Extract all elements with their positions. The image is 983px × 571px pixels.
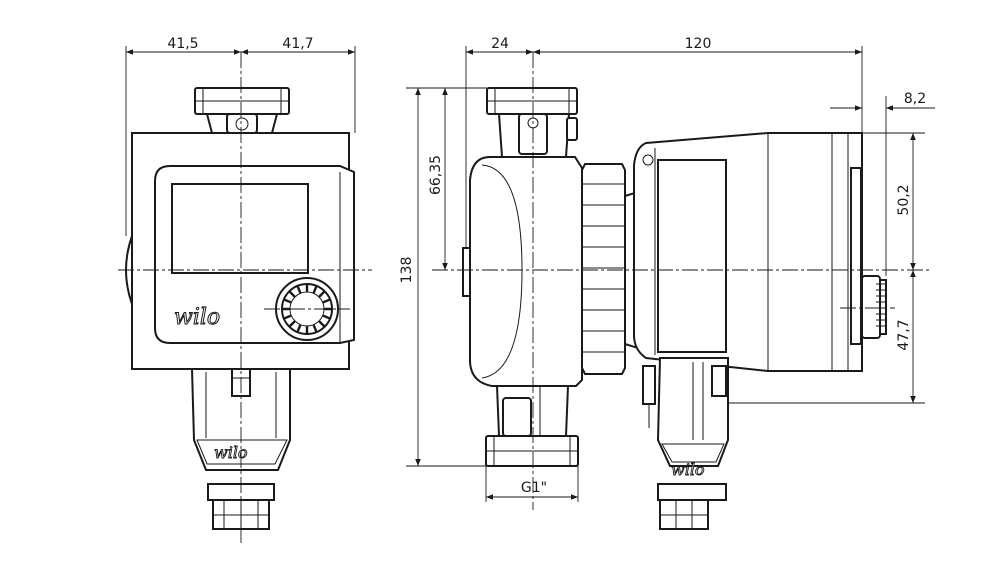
side-lower-logo: wilo (671, 460, 705, 479)
dim-head-upper: 50,2 (896, 184, 912, 215)
knob-tick (318, 320, 326, 328)
coupling-ring (581, 163, 639, 375)
dim-front-left-half: 41,5 (167, 36, 198, 52)
dim-axis-offset: 24 (491, 36, 509, 52)
front-top-nut (194, 87, 290, 134)
control-knob[interactable] (275, 277, 339, 341)
knob-tick (312, 324, 318, 333)
side-top-nut (486, 87, 578, 158)
knob-tick (318, 290, 326, 298)
side-pump-body (462, 156, 583, 387)
side-view: wilo (462, 87, 887, 530)
front-lower-logo: wilo (214, 443, 248, 462)
dim-front-right-half: 41,7 (282, 36, 313, 52)
side-display-window (657, 159, 727, 353)
knob-tick (288, 320, 296, 328)
dim-upper-height: 66,35 (428, 155, 444, 195)
dim-overall-height: 138 (399, 257, 415, 284)
knob-tick (322, 298, 331, 304)
front-width-dimension: 41,5 41,7 (125, 36, 356, 236)
front-logo: wilo (174, 305, 220, 330)
motor-head (633, 132, 863, 372)
dim-head-lower: 47,7 (896, 319, 912, 350)
dim-thread: G1" (521, 480, 547, 496)
knob-tick (283, 298, 292, 304)
front-view: wilo wilo (125, 87, 355, 530)
side-knob (861, 275, 887, 339)
side-connector: wilo (642, 357, 729, 530)
side-top-dimension: 24 120 (465, 36, 863, 248)
head-height-dimension: 50,2 47,7 (728, 132, 925, 404)
knob-tick (296, 285, 302, 294)
knob-tick (322, 314, 331, 320)
dim-knob-offset: 8,2 (904, 91, 926, 107)
knob-tick (283, 314, 292, 320)
knob-tick (288, 290, 296, 298)
dim-overall-length: 120 (685, 36, 712, 52)
front-display-window (171, 183, 309, 274)
knob-tick (312, 285, 318, 294)
knob-tick (296, 324, 302, 333)
thread-dimension: G1" (485, 466, 579, 502)
side-bottom-nut (485, 385, 579, 467)
knob-offset-dimension: 8,2 (830, 91, 935, 276)
side-height-dimension: 138 66,35 (399, 87, 487, 467)
